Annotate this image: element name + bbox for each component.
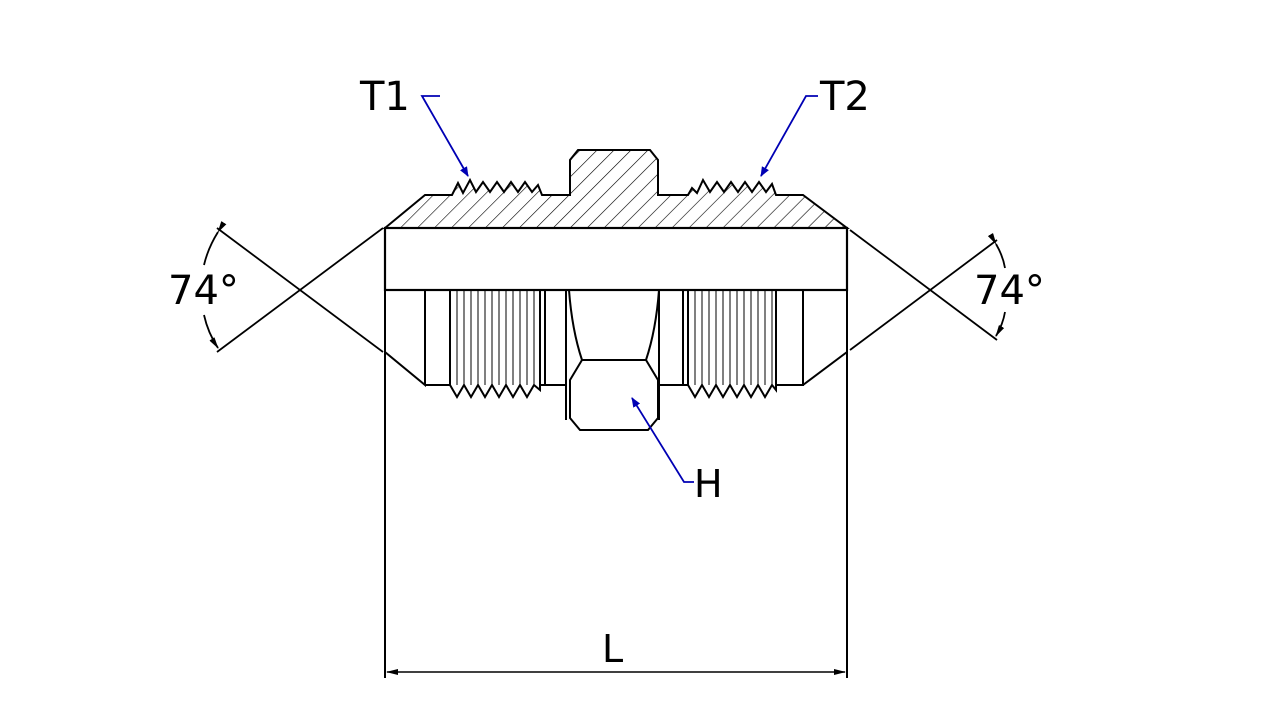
thread-2-label: T2	[819, 74, 870, 120]
leader-h	[631, 397, 694, 483]
leader-t2	[760, 95, 818, 177]
lower-view	[384, 289, 848, 431]
angle-right-label: 74°	[974, 268, 1045, 314]
length-label: L	[602, 627, 623, 671]
thread-1-label: T1	[359, 74, 410, 120]
hex-label: H	[694, 462, 723, 506]
angle-left-dimension	[203, 221, 384, 353]
angle-right-dimension	[849, 229, 1006, 351]
sectioned-body	[382, 149, 850, 229]
angle-left-label: 74°	[168, 268, 239, 314]
leader-t1	[420, 95, 469, 177]
length-dimension	[384, 352, 848, 678]
bore-band	[383, 226, 849, 292]
